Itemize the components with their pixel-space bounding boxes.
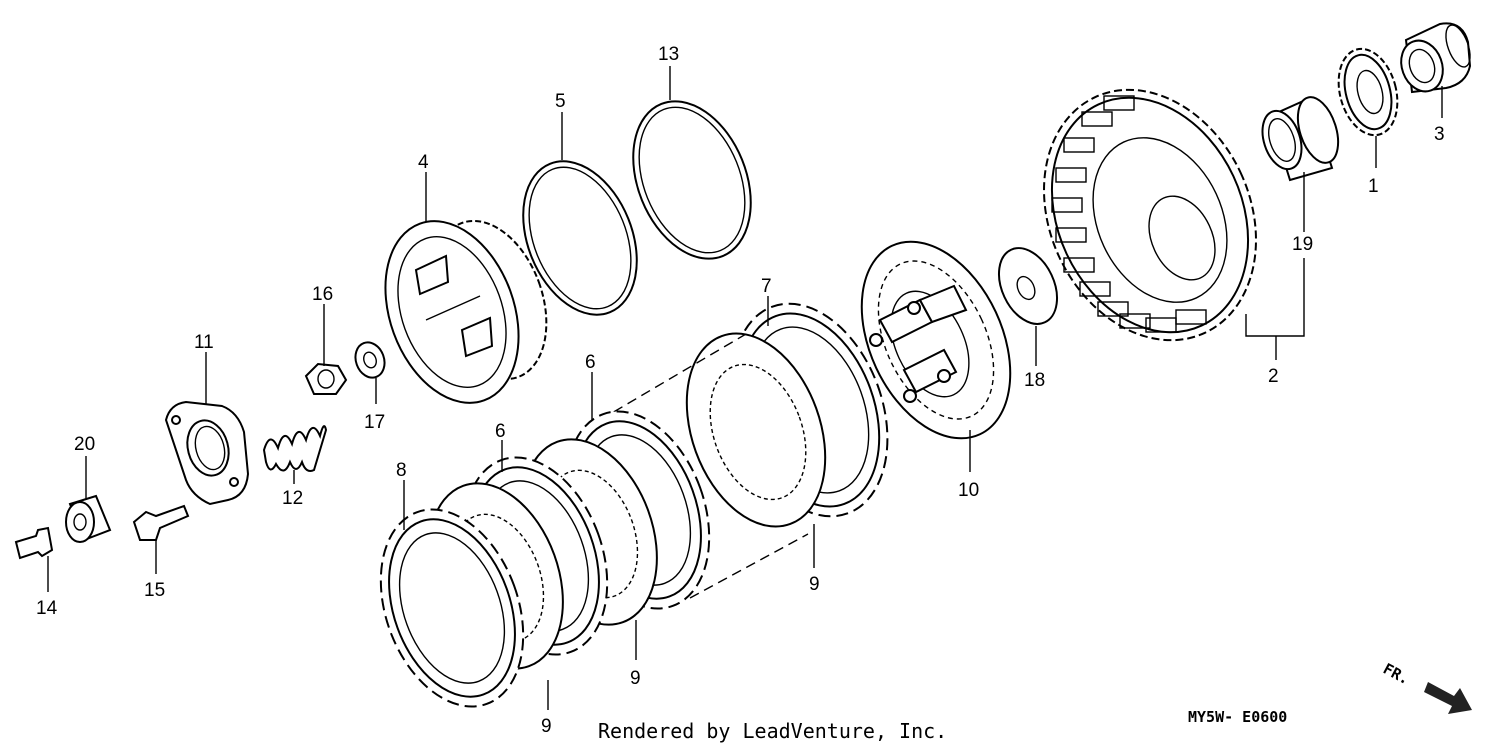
front-direction-indicator: FR. [1380, 660, 1472, 714]
part-pressure-plate [860, 240, 1012, 440]
part-clutch-plate-back [685, 332, 827, 528]
callout-9-middle: 9 [630, 668, 641, 689]
callout-1: 1 [1368, 176, 1379, 197]
callout-10: 10 [958, 480, 979, 501]
part-bearing-holder [164, 400, 250, 506]
front-direction-label: FR. [1380, 660, 1412, 689]
callout-6-lower: 6 [495, 421, 506, 442]
callout-9-right: 9 [809, 574, 820, 595]
part-bolt [132, 504, 190, 541]
callout-17: 17 [364, 412, 385, 433]
leader-lines [47, 66, 1443, 710]
callout-15: 15 [144, 580, 165, 601]
part-spring [262, 425, 328, 472]
callout-16: 16 [312, 284, 333, 305]
callout-20: 20 [74, 434, 95, 455]
front-arrow-icon [1424, 682, 1472, 714]
part-washer [354, 341, 386, 379]
callout-19: 19 [1292, 234, 1313, 255]
callout-3: 3 [1434, 124, 1445, 145]
callout-7: 7 [761, 276, 772, 297]
callout-18: 18 [1024, 370, 1045, 391]
part-collar [1400, 22, 1472, 94]
callout-2: 2 [1268, 366, 1279, 387]
part-ring-large [632, 100, 752, 260]
part-ring-small [522, 160, 638, 316]
part-pin [14, 526, 54, 560]
callout-4: 4 [418, 152, 429, 173]
callout-11: 11 [194, 332, 214, 353]
callout-12: 12 [282, 488, 303, 509]
part-thrust-washer [997, 247, 1059, 325]
part-lifter-plate [384, 219, 548, 404]
part-sprocket [1337, 47, 1399, 137]
callout-labels: 1 2 3 4 5 6 6 7 8 9 9 9 10 11 12 13 14 1… [36, 44, 1445, 737]
part-friction-disc-front [379, 508, 525, 708]
callout-9-bottom: 9 [541, 716, 552, 737]
diagram-code: MY5W- E0600 [1188, 708, 1287, 726]
callout-5: 5 [555, 91, 566, 112]
callout-8: 8 [396, 460, 407, 481]
callout-6-upper: 6 [585, 352, 596, 373]
guide-lines [599, 333, 809, 599]
callout-13: 13 [658, 44, 679, 65]
part-ball-bearing [65, 494, 112, 543]
part-nut [304, 362, 348, 395]
part-needle-bearing [1261, 96, 1340, 182]
footer-credit: Rendered by LeadVenture, Inc. [598, 719, 947, 743]
callout-14: 14 [36, 598, 58, 619]
part-clutch-outer [1043, 88, 1257, 342]
